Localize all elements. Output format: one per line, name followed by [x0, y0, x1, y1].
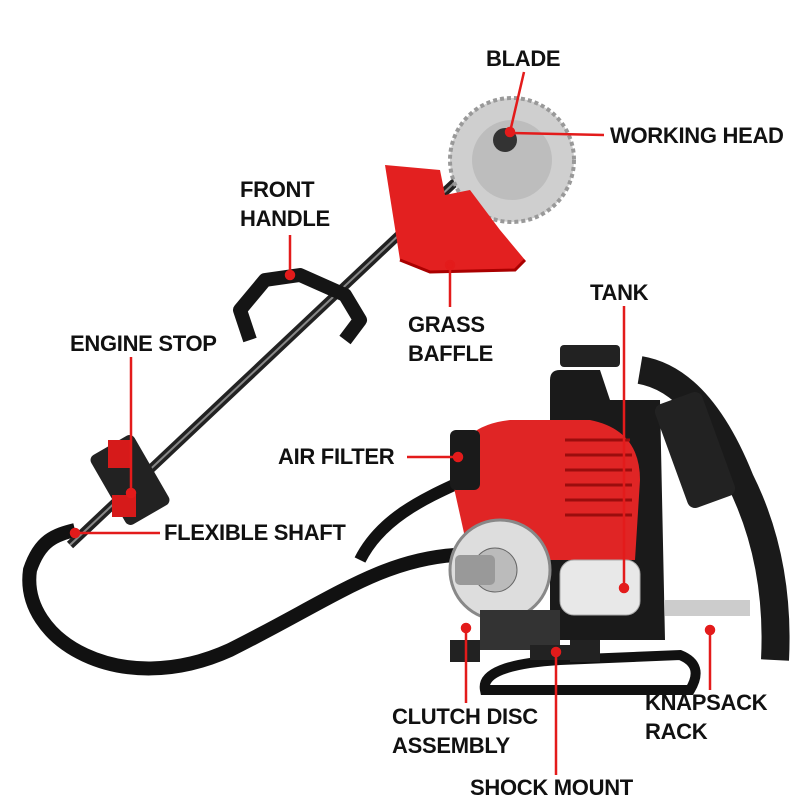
label-knapsack-rack-line1: KNAPSACK — [645, 690, 768, 715]
label-blade: BLADE — [486, 46, 561, 71]
grass-baffle — [385, 165, 525, 272]
leader-lines — [69, 71, 716, 775]
label-grass-baffle: GRASS BAFFLE — [408, 310, 493, 368]
fuel-tank — [559, 559, 641, 616]
label-clutch-line1: CLUTCH DISC — [392, 704, 538, 729]
label-engine-stop: ENGINE STOP — [70, 331, 217, 356]
flexible-hose — [22, 523, 456, 676]
label-air-filter: AIR FILTER — [278, 444, 395, 469]
label-flexible-shaft: FLEXIBLE SHAFT — [164, 520, 346, 545]
label-grass-baffle-line2: BAFFLE — [408, 341, 493, 366]
label-clutch-line2: ASSEMBLY — [392, 733, 510, 758]
label-shock-mount: SHOCK MOUNT — [470, 775, 633, 800]
shoulder-strap — [637, 356, 790, 661]
front-handle — [233, 268, 367, 345]
label-knapsack-rack-line2: RACK — [645, 719, 708, 744]
label-working-head: WORKING HEAD — [610, 123, 784, 148]
label-knapsack-rack: KNAPSACK RACK — [645, 688, 768, 746]
label-clutch-disc-assembly: CLUTCH DISC ASSEMBLY — [392, 702, 538, 760]
label-front-handle-line1: FRONT — [240, 177, 315, 202]
label-front-handle-line2: HANDLE — [240, 206, 330, 231]
label-tank: TANK — [590, 280, 649, 305]
label-front-handle: FRONT HANDLE — [240, 175, 330, 233]
label-grass-baffle-line1: GRASS — [408, 312, 485, 337]
